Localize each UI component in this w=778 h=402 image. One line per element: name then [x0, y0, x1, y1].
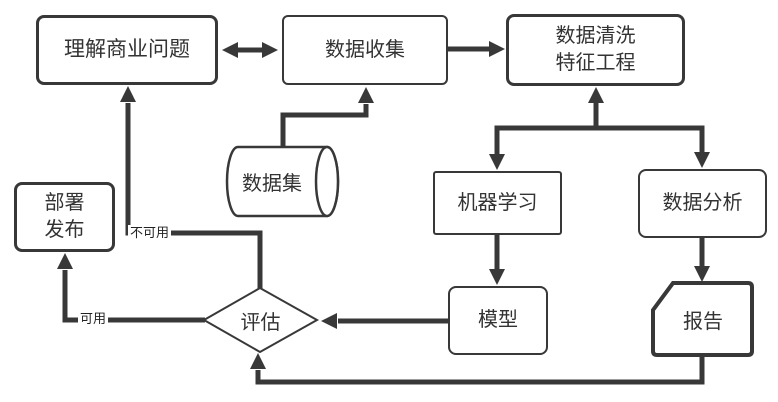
node-understand-business-problem: 理解商业问题: [36, 15, 218, 85]
report-document-shape: [651, 281, 754, 357]
arrowhead-up-dataset-collection: [358, 87, 374, 103]
node-deploy-release: 部署 发布: [14, 182, 115, 252]
node-data-cleaning-feature-engineering: 数据清洗 特征工程: [506, 14, 685, 86]
arrowhead-right-to-cleaning: [489, 41, 505, 57]
arrowhead-left-to-evaluation: [321, 313, 337, 329]
node-machine-learning: 机器学习: [433, 171, 562, 235]
arrowhead-up-to-evaluation: [250, 353, 266, 369]
dataset-cylinder-cap: [314, 145, 340, 218]
node-model: 模型: [448, 286, 548, 355]
edge-dataset-to-collection: [280, 104, 369, 150]
arrowhead-up-branch-cleaning: [588, 87, 604, 103]
edge-branch-horizontal: [494, 125, 705, 158]
arrowhead-left-to-understand: [222, 42, 238, 58]
edge-report-to-evaluation: [255, 354, 705, 385]
node-data-collection: 数据收集: [282, 15, 448, 85]
arrowhead-right-to-collection: [262, 42, 278, 58]
edge-label-unavailable: 不可用: [128, 225, 172, 241]
arrowhead-up-to-deploy: [57, 253, 73, 269]
edge-evaluation-to-understand-unavailable: [125, 103, 263, 289]
arrowhead-down-to-ml: [489, 154, 505, 170]
edge-evaluation-to-deploy-available: [62, 270, 205, 323]
arrowhead-down-to-report: [694, 266, 710, 282]
arrowhead-down-to-model: [489, 269, 505, 285]
evaluation-diamond-shape: [201, 286, 320, 354]
arrowhead-up-to-understand: [120, 86, 136, 102]
arrowhead-down-to-analysis: [694, 152, 710, 168]
edge-label-available: 可用: [78, 311, 109, 327]
node-data-analysis: 数据分析: [638, 169, 767, 238]
